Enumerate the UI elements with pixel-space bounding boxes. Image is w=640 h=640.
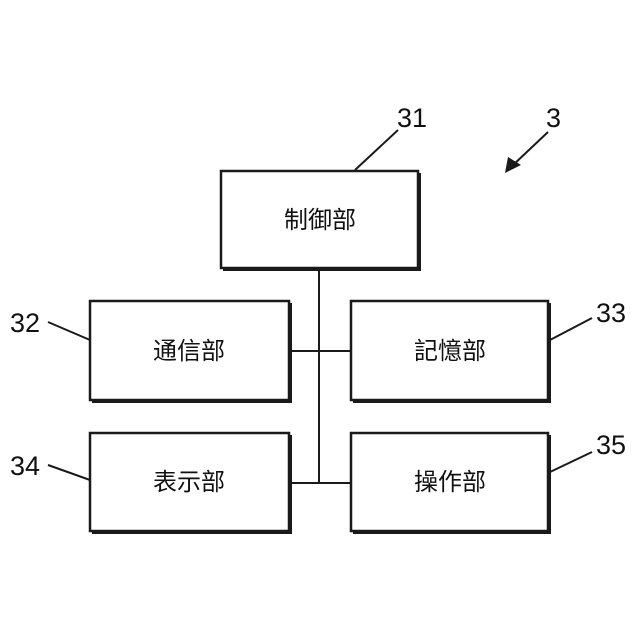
block-label-operation: 操作部	[414, 468, 486, 496]
leader-line-34	[48, 465, 90, 480]
leader-line-33	[550, 318, 592, 340]
block-storage: 記憶部	[351, 301, 549, 401]
ref-numeral-communication: 32	[10, 308, 40, 338]
leader-line-32	[48, 322, 90, 340]
block-label-display: 表示部	[153, 468, 225, 496]
leader-line-31	[355, 130, 398, 170]
block-display: 表示部	[90, 433, 290, 532]
block-label-communication: 通信部	[153, 337, 225, 365]
block-control: 制御部	[221, 171, 419, 269]
ref-numeral-display: 34	[10, 451, 40, 481]
leader-line-35	[550, 452, 592, 472]
ref-numeral-control: 31	[397, 103, 427, 133]
ref-numeral-figure: 3	[546, 103, 561, 133]
block-label-storage: 記憶部	[414, 337, 486, 365]
figure-arrow-icon	[505, 132, 548, 173]
block-communication: 通信部	[90, 301, 290, 401]
ref-numeral-storage: 33	[596, 298, 626, 328]
ref-numeral-operation: 35	[596, 430, 626, 460]
block-operation: 操作部	[351, 433, 549, 532]
block-label-control: 制御部	[284, 206, 356, 234]
